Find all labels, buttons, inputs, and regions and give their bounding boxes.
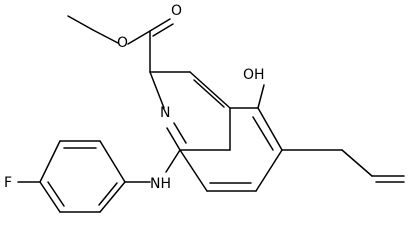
carbonyl-bond-a	[149, 18, 171, 32]
ester-o-bond	[127, 30, 151, 45]
phenyl-bond-6-inner	[98, 182, 118, 206]
ring-bond-c4-c4a-inner	[193, 79, 225, 108]
ring-bond-n2-c3	[149, 71, 165, 109]
molecule-structure: O O N OH NH F	[4, 3, 405, 213]
carbonyl-bond-b	[152, 23, 174, 37]
fluorine-label: F	[4, 175, 12, 191]
ring-bond-c4-c4a	[189, 71, 231, 109]
ring-substituents	[257, 84, 405, 183]
ester-oxygen-label: O	[117, 35, 128, 51]
amine-label: NH	[150, 176, 171, 192]
fluorophenyl-amino-group	[17, 140, 181, 213]
ring-nitrogen-label: N	[160, 105, 170, 121]
atom-labels: O O N OH NH F	[4, 3, 265, 192]
phenyl-bond-6	[99, 181, 126, 213]
ring-bond-c5-c6-inner	[252, 116, 274, 151]
amine-bond-ring	[165, 149, 181, 173]
phenyl-bond-3	[39, 140, 61, 183]
ring-bond-c1-n2-inner	[173, 122, 187, 144]
hydroxyl-bond	[257, 84, 265, 109]
ethyl-bond-2	[92, 29, 119, 44]
hydroxyl-label: OH	[243, 67, 265, 83]
ring-bond-c5-c6	[257, 107, 283, 151]
phenyl-bond-4	[39, 181, 61, 213]
isoquinoline-core	[149, 71, 283, 192]
ring-bond-c6-c7	[255, 149, 283, 192]
ethyl-ester-group	[67, 15, 174, 73]
ring-bond-c1-n2	[166, 127, 181, 151]
phenyl-bond-1	[99, 140, 126, 183]
ring-bond-c8-c8a	[179, 149, 208, 192]
phenyl-bond-4-inner	[47, 181, 65, 207]
carbonyl-oxygen-label: O	[171, 3, 182, 19]
ethyl-bond-1	[67, 15, 94, 31]
allyl-bond-2	[341, 149, 373, 177]
